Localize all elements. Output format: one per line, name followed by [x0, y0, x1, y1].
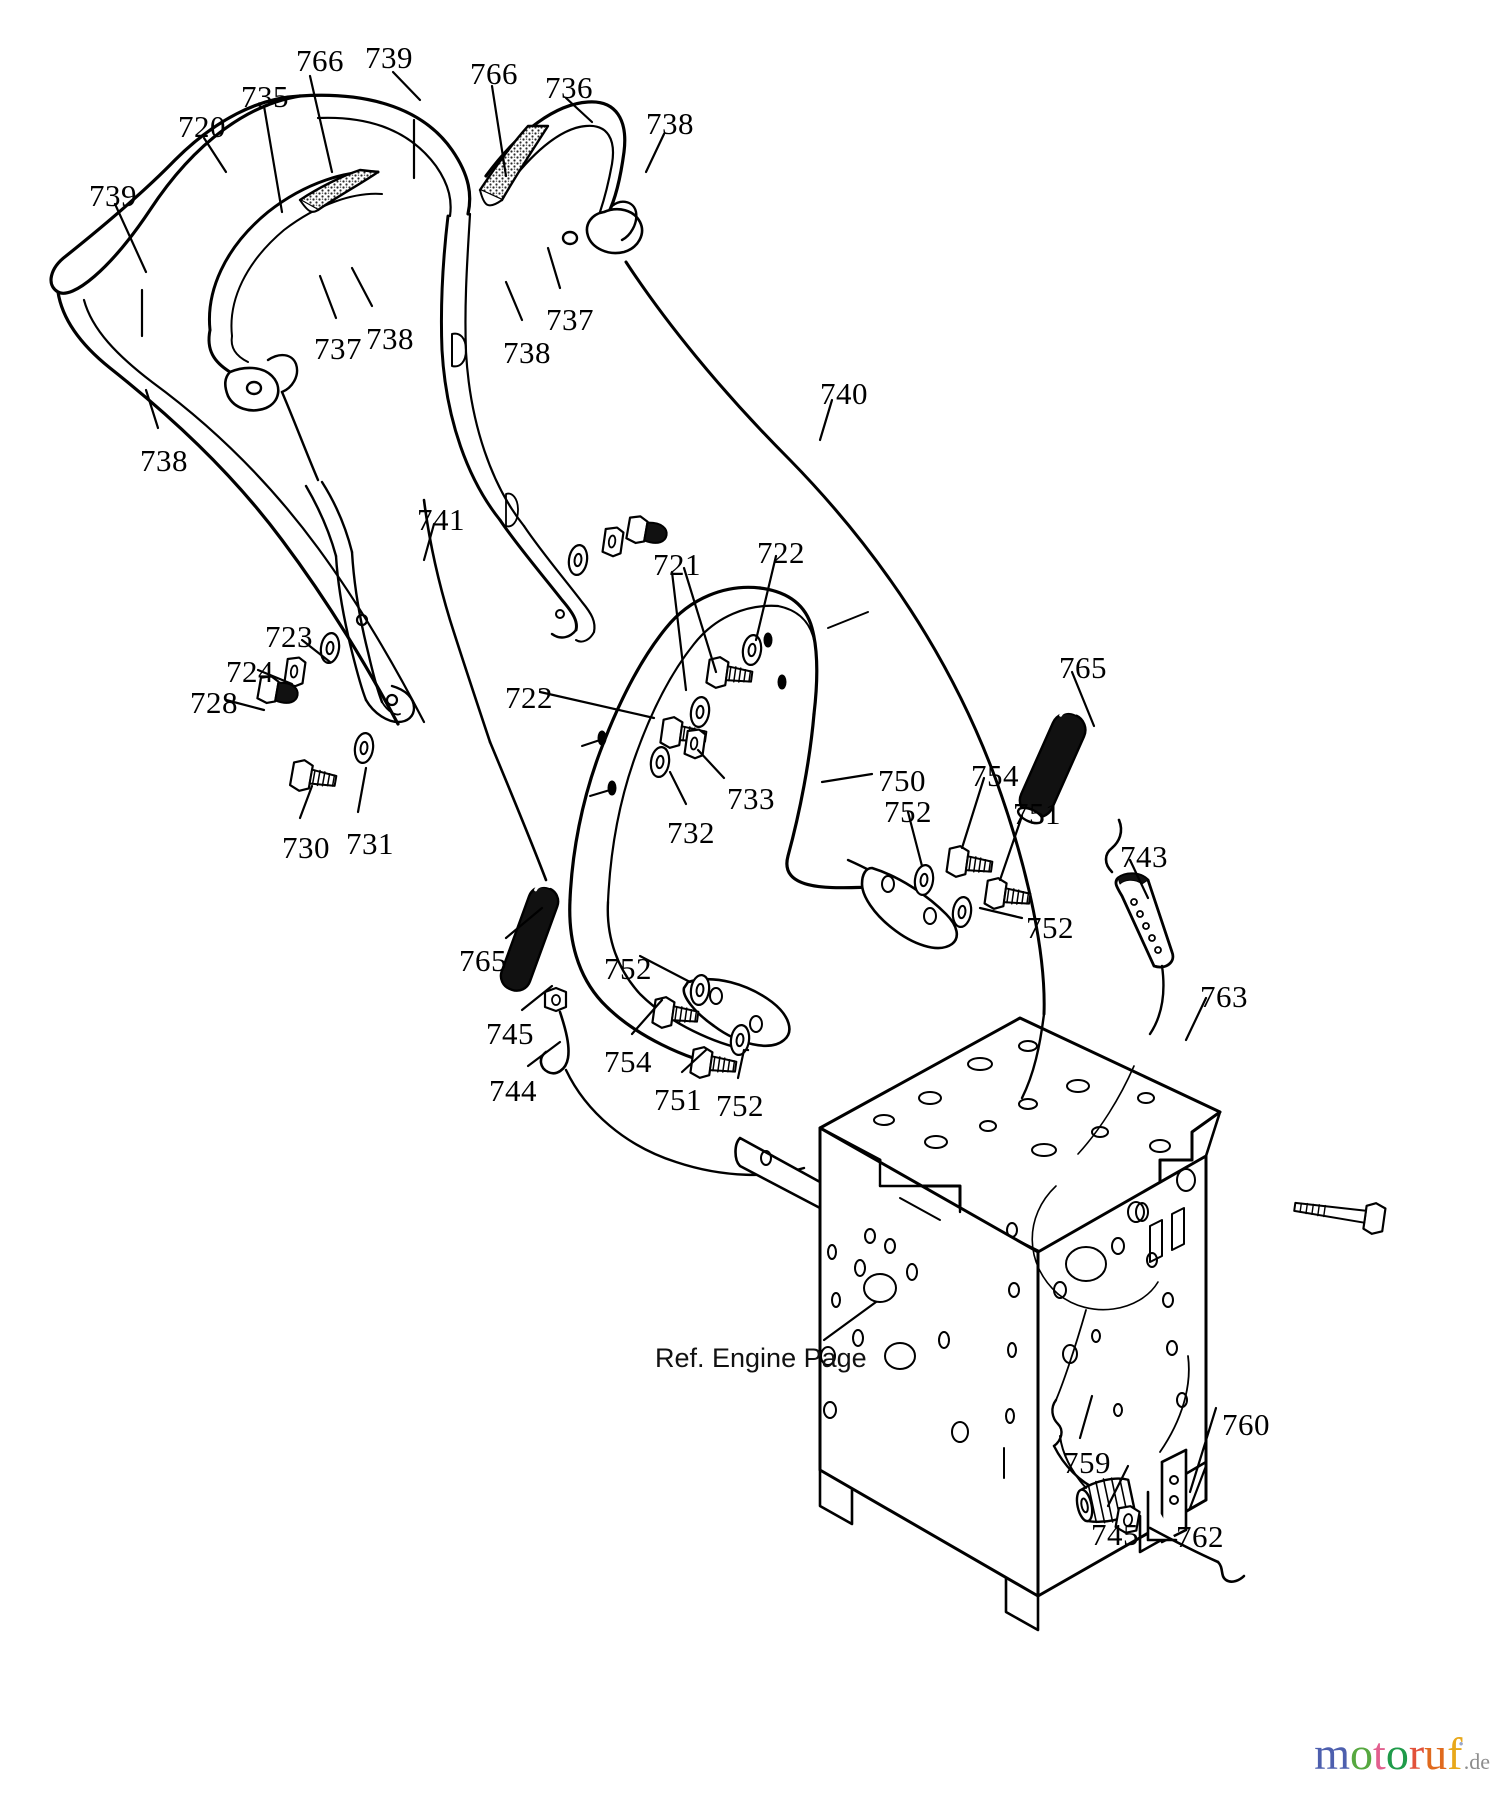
- callout-723: 723: [265, 619, 313, 654]
- motoruf-logo: motoruf•.de: [1314, 1731, 1490, 1788]
- callout-740: 740: [820, 376, 868, 411]
- callout-766: 766: [296, 43, 344, 78]
- callout-736: 736: [545, 70, 593, 105]
- callout-738: 738: [646, 106, 694, 141]
- callout-728: 728: [190, 685, 238, 720]
- callout-732: 732: [667, 815, 715, 850]
- callout-762: 762: [1176, 1519, 1224, 1554]
- callout-754: 754: [971, 758, 1019, 793]
- callout-731: 731: [346, 826, 394, 861]
- callout-733: 733: [727, 781, 775, 816]
- callout-765: 765: [1059, 650, 1107, 685]
- callout-752: 752: [604, 951, 652, 986]
- ref-engine-page-note: Ref. Engine Page: [655, 1343, 867, 1373]
- callout-765: 765: [459, 943, 507, 978]
- callout-763: 763: [1200, 979, 1248, 1014]
- callout-737: 737: [546, 302, 594, 337]
- callout-751: 751: [1013, 796, 1061, 831]
- callout-720: 720: [178, 109, 226, 144]
- callout-738: 738: [366, 321, 414, 356]
- callout-721: 721: [653, 547, 701, 582]
- callout-745: 745: [486, 1016, 534, 1051]
- callout-754: 754: [604, 1044, 652, 1079]
- brand-letter-f-6: f: [1447, 1728, 1463, 1779]
- callout-750: 750: [878, 763, 926, 798]
- brand-letter-u-5: u: [1424, 1728, 1448, 1779]
- callout-744: 744: [489, 1073, 537, 1108]
- callout-724: 724: [226, 654, 274, 689]
- callout-739: 739: [89, 178, 137, 213]
- callout-752: 752: [716, 1088, 764, 1123]
- brand-letter-r-4: r: [1408, 1728, 1425, 1779]
- callout-722: 722: [757, 535, 805, 570]
- brand-letter-o-1: o: [1350, 1728, 1374, 1779]
- brand-letter-o-3: o: [1385, 1728, 1409, 1779]
- callout-759: 759: [1063, 1445, 1111, 1480]
- callout-730: 730: [282, 830, 330, 865]
- callout-739: 739: [365, 40, 413, 75]
- brand-letter-m-0: m: [1314, 1728, 1351, 1779]
- callout-760: 760: [1222, 1407, 1270, 1442]
- callout-752: 752: [884, 794, 932, 829]
- callout-743: 743: [1120, 839, 1168, 874]
- callout-738: 738: [503, 335, 551, 370]
- brand-tld: .de: [1463, 1749, 1490, 1774]
- brand-dot-accent: •: [1458, 1737, 1464, 1753]
- callout-735: 735: [241, 79, 289, 114]
- callout-722: 722: [505, 680, 553, 715]
- callout-737: 737: [314, 331, 362, 366]
- callout-741: 741: [417, 502, 465, 537]
- callout-745: 745: [1091, 1517, 1139, 1552]
- callout-738: 738: [140, 443, 188, 478]
- brand-letter-t-2: t: [1373, 1728, 1386, 1779]
- callout-752: 752: [1026, 910, 1074, 945]
- callout-766: 766: [470, 56, 518, 91]
- callout-751: 751: [654, 1082, 702, 1117]
